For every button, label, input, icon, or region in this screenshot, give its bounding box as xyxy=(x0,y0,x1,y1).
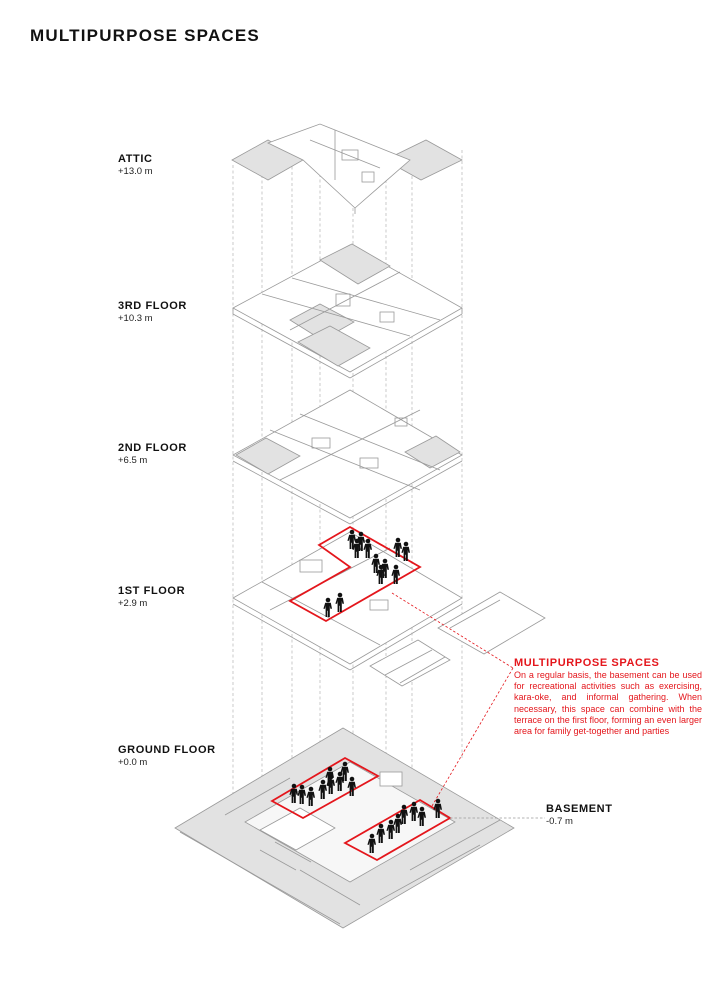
level-label-ground-floor: GROUND FLOOR +0.0 m xyxy=(118,744,216,768)
level-name: ATTIC xyxy=(118,153,153,165)
level-elevation: +2.9 m xyxy=(118,598,148,609)
level-label-1st-floor: 1ST FLOOR +2.9 m xyxy=(118,585,185,609)
annotation-body: On a regular basis, the basement can be … xyxy=(514,670,702,737)
level-label-2nd-floor: 2ND FLOOR +6.5 m xyxy=(118,442,187,466)
level-name: BASEMENT xyxy=(546,803,613,815)
level-name: 3RD FLOOR xyxy=(118,300,187,312)
level-elevation: +6.5 m xyxy=(118,455,148,466)
third-floor-plan xyxy=(232,243,463,379)
first-floor-multipurpose-outline xyxy=(288,525,422,623)
level-label-3rd-floor: 3RD FLOOR +10.3 m xyxy=(118,300,187,324)
level-elevation: -0.7 m xyxy=(546,816,573,827)
level-name: 2ND FLOOR xyxy=(118,442,187,454)
level-label-basement: BASEMENT -0.7 m xyxy=(546,803,613,827)
page-title: MULTIPURPOSE SPACES xyxy=(30,26,260,45)
annotation-leader-lines xyxy=(391,592,514,807)
level-name: 1ST FLOOR xyxy=(118,585,186,597)
annotation-heading: MULTIPURPOSE SPACES xyxy=(514,657,660,669)
level-elevation: +10.3 m xyxy=(118,313,153,324)
level-name: GROUND FLOOR xyxy=(118,744,216,756)
ground-floor-plan xyxy=(174,727,515,929)
annotation-block: MULTIPURPOSE SPACES On a regular basis, … xyxy=(514,657,702,737)
level-label-attic: ATTIC +13.0 m xyxy=(118,153,153,177)
level-elevation: +0.0 m xyxy=(118,757,148,768)
level-elevation: +13.0 m xyxy=(118,166,153,177)
second-floor-plan xyxy=(232,389,463,525)
attic-plan xyxy=(231,123,463,214)
